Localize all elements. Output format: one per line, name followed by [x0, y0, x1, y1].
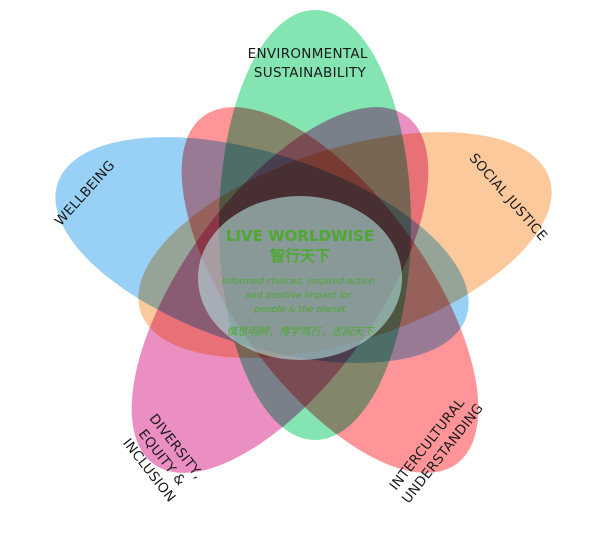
center-highlight	[198, 196, 402, 360]
center-text-group: LIVE WORLDWISE 智行天下 Informed choices, in…	[222, 227, 378, 338]
center-title-chinese: 智行天下	[270, 247, 330, 265]
label-environmental-line-2: SUSTAINABILITY	[254, 65, 367, 81]
center-subtitle-line-3: people & the planet	[253, 304, 346, 315]
center-title: LIVE WORLDWISE	[226, 227, 374, 245]
center-subtitle-line-1: Informed choices, inspired action	[222, 276, 375, 287]
center-subtitle: Informed choices, inspired action and po…	[222, 276, 378, 315]
center-subtitle-line-2: and positive impact for	[245, 290, 353, 301]
label-environmental-line-1: ENVIRONMENTAL	[248, 46, 368, 62]
center-motto-chinese: 慎思明辨，博学笃行，志阅天下	[227, 326, 375, 338]
label-environmental: ENVIRONMENTAL SUSTAINABILITY	[248, 46, 373, 81]
